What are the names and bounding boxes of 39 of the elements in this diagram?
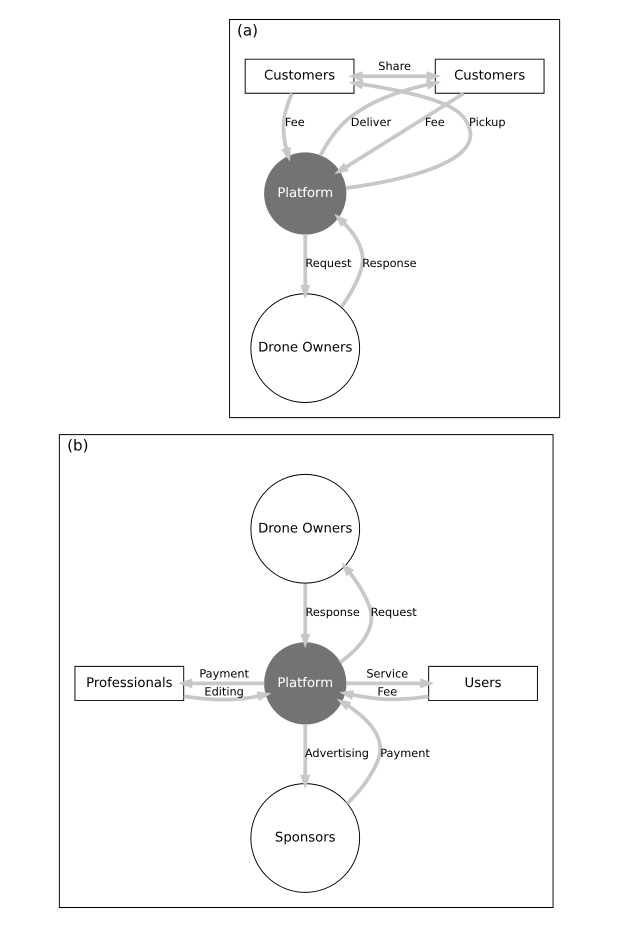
edge-label: Fee (376, 684, 397, 698)
arrow (338, 562, 373, 664)
arrow (334, 92, 464, 174)
edge-label: Payment (380, 746, 430, 760)
edge-label: Advertising (304, 746, 368, 760)
edge-label: Editing (204, 684, 244, 698)
edge-label: Fee (284, 114, 304, 129)
edge-label: Deliver (350, 114, 391, 129)
arrow (345, 80, 472, 190)
node-box: Professionals (74, 666, 184, 701)
arrow (178, 678, 264, 688)
node-circle: Sponsors (250, 783, 360, 893)
arrow (334, 214, 364, 308)
edge-label: Pickup (468, 114, 506, 129)
arrow (348, 71, 440, 82)
node-circle: Platform (264, 152, 346, 235)
arrow (280, 92, 294, 162)
node-circle: Drone Owners (250, 474, 360, 584)
edge-label: Request (304, 256, 351, 270)
edge-label: Payment (198, 666, 248, 680)
arrow (338, 690, 428, 702)
node-circle: Drone Owners (250, 293, 360, 403)
arrow (183, 691, 272, 702)
arrow (300, 584, 310, 648)
node-box: Customers (244, 58, 354, 94)
arrow (336, 698, 382, 805)
edge-label: Request (370, 604, 416, 619)
arrow (300, 234, 310, 300)
edge-label: Share (378, 59, 410, 74)
node-circle: Platform (264, 642, 346, 725)
edge-label: Response (304, 604, 360, 619)
node-box: Customers (434, 58, 544, 94)
edge-label: Response (362, 256, 416, 270)
node-box: Users (428, 666, 538, 701)
arrow (346, 678, 434, 688)
arrow (318, 80, 440, 157)
edge-label: Fee (424, 114, 444, 129)
edge-label: Service (366, 666, 408, 680)
arrow (300, 724, 310, 790)
